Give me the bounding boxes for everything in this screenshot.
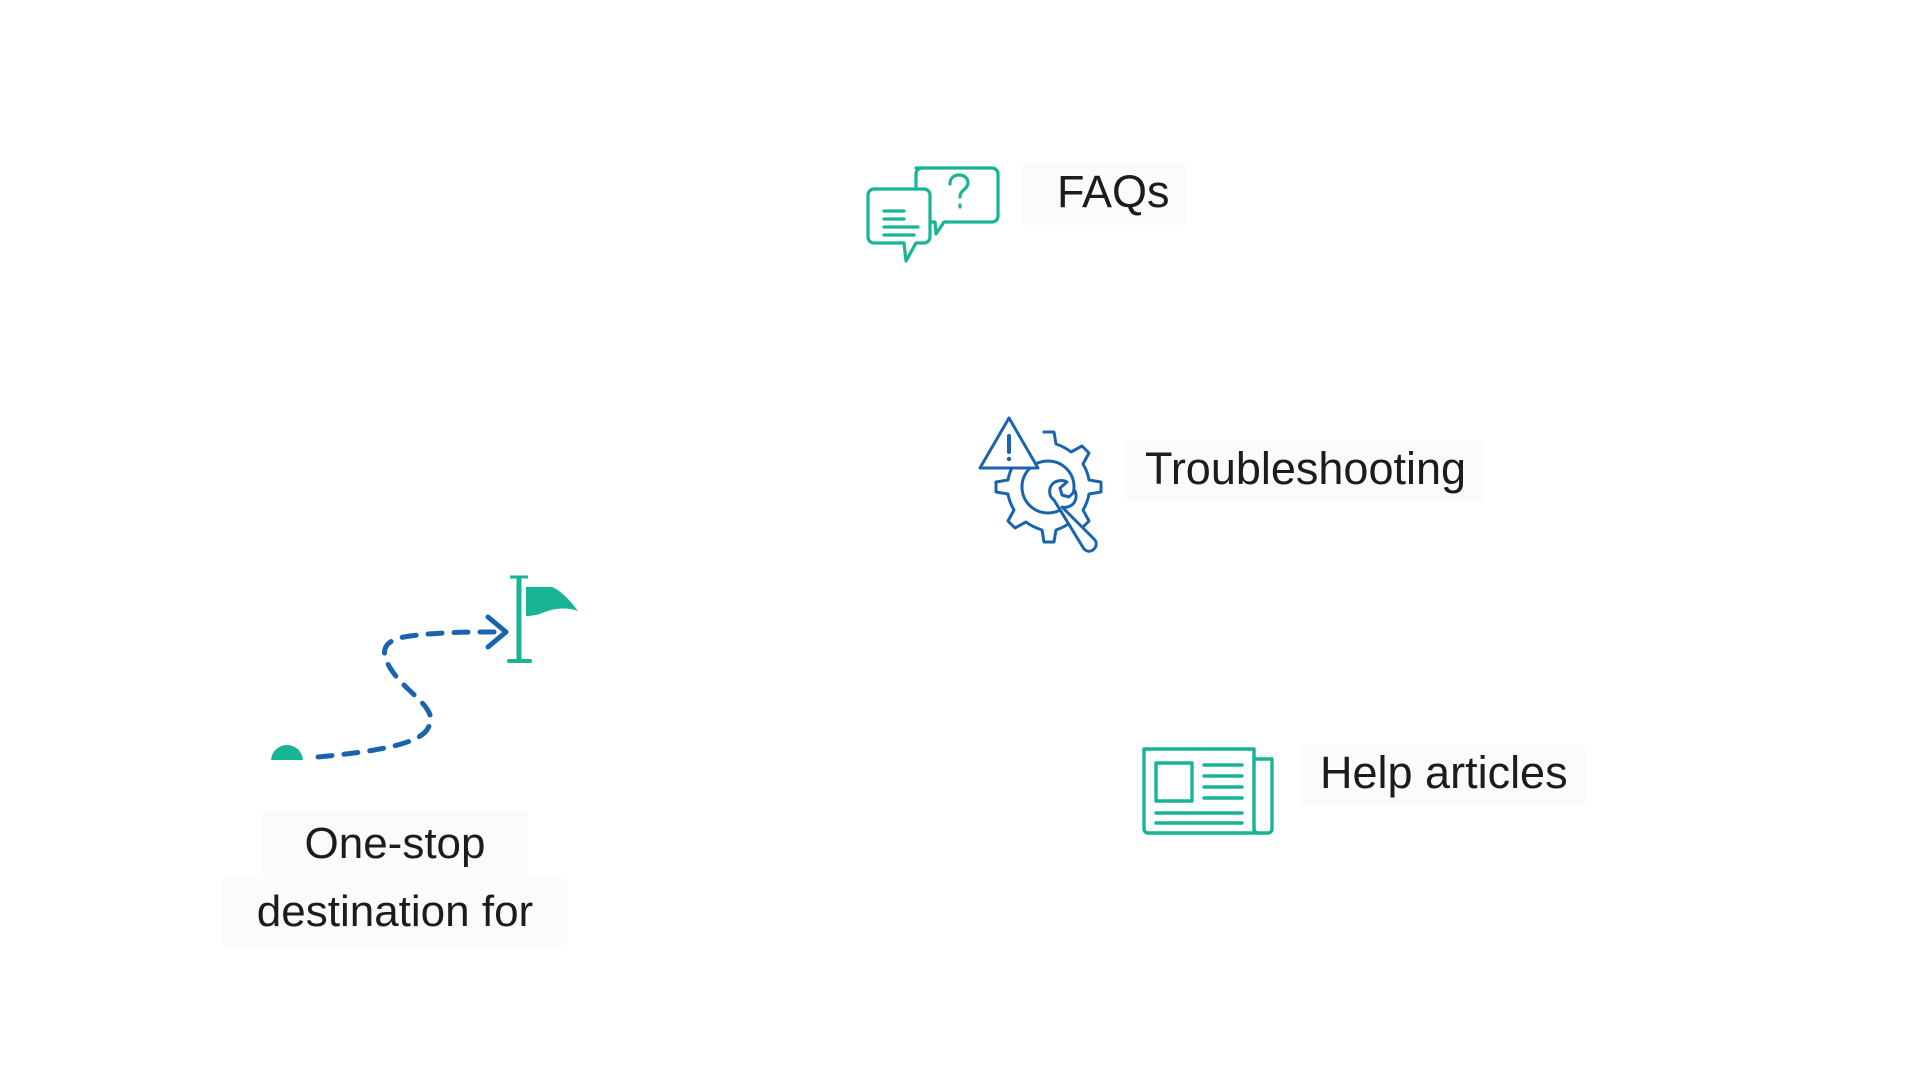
arrow-head-icon: [485, 614, 509, 650]
faq-label[interactable]: FAQs: [1022, 163, 1186, 225]
journey-caption-line2: destination for: [222, 878, 568, 946]
journey-path-graphic: [271, 575, 578, 760]
flag-icon: [507, 575, 578, 663]
troubleshooting-label[interactable]: Troubleshooting: [1125, 440, 1485, 502]
dashed-path-icon: [315, 629, 503, 760]
gear-warning-wrench-icon: [976, 416, 1116, 556]
newspaper-article-icon: [1140, 745, 1276, 837]
journey-caption: One-stop destination for: [222, 810, 568, 946]
faq-chat-bubbles-icon: [866, 164, 1000, 266]
start-dot-icon: [271, 745, 303, 760]
journey-caption-line1: One-stop: [262, 810, 528, 878]
help-articles-label[interactable]: Help articles: [1300, 744, 1586, 806]
